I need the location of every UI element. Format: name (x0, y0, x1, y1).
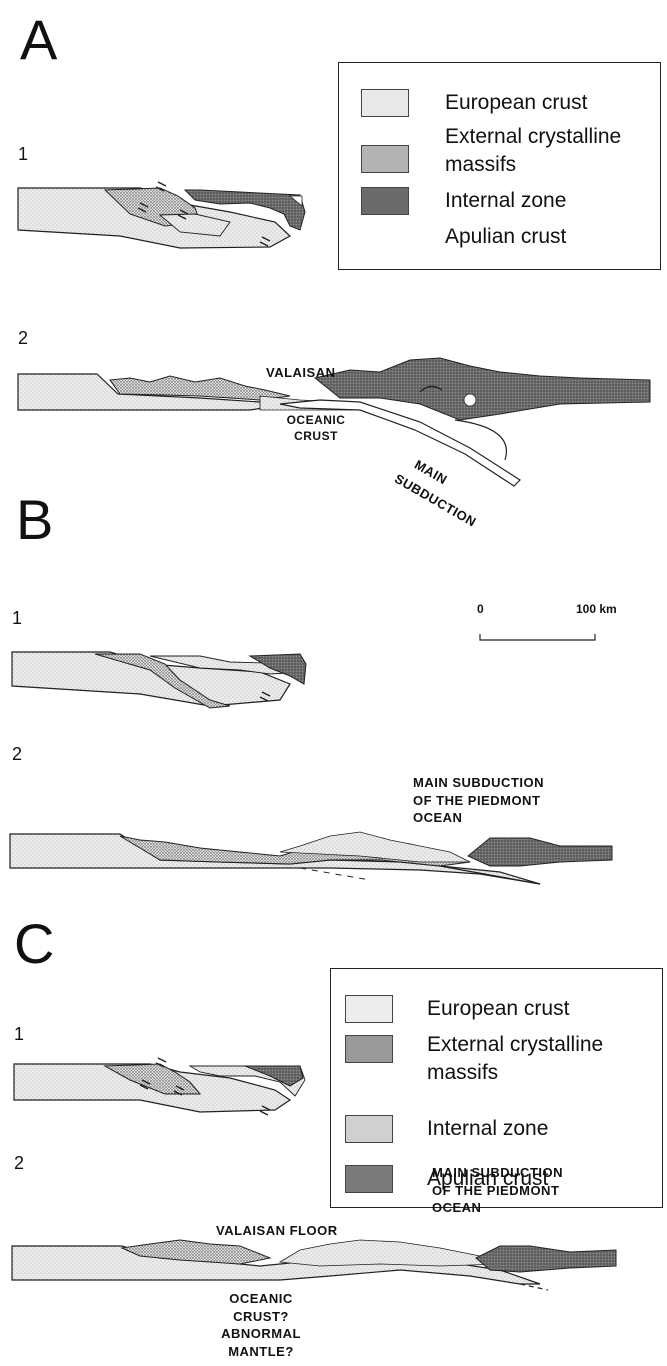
stage-c2-number: 2 (14, 1153, 24, 1174)
label-main-subduction-c: MAIN SUBDUCTION OF THE PIEDMONT OCEAN (432, 1164, 563, 1217)
scale-bar (480, 634, 595, 640)
panel-letter-b: B (16, 492, 53, 548)
stage-b2-number: 2 (12, 744, 22, 765)
label-valaisan-floor: VALAISAN FLOOR (216, 1222, 338, 1240)
legend-bottom-external: External crystalline massifs (345, 1031, 627, 1088)
panel-letter-a: A (20, 12, 57, 68)
section-b1 (12, 652, 306, 708)
stage-c1-number: 1 (14, 1024, 24, 1045)
label-main-subduction-b-1: MAIN SUBDUCTION (413, 774, 544, 792)
label-main-subduction-c-1: MAIN SUBDUCTION (432, 1164, 563, 1182)
scale-end-label: 100 km (576, 602, 617, 616)
label-main-subduction-b: MAIN SUBDUCTION OF THE PIEDMONT OCEAN (413, 774, 544, 827)
apulian-crust-swatch (345, 1165, 393, 1193)
label-oceanic-crust-c-3: ABNORMAL (206, 1325, 316, 1343)
legend-bottom-external-label: External crystalline massifs (427, 1031, 627, 1088)
legend-bottom-internal-label: Internal zone (427, 1115, 627, 1143)
internal-zone-swatch (361, 187, 409, 215)
section-a1 (18, 182, 305, 248)
legend-top-internal: Internal zone (361, 187, 645, 215)
label-oceanic-crust-c-2: CRUST? (206, 1308, 316, 1326)
stage-a2-number: 2 (18, 328, 28, 349)
legend-top-internal-label: Internal zone (445, 187, 645, 215)
label-oceanic-crust-c: OCEANIC CRUST? ABNORMAL MANTLE? (206, 1290, 316, 1360)
panel-letter-c: C (14, 916, 54, 972)
section-b2 (10, 832, 612, 884)
legend-top-apulian: Apulian crust (361, 223, 645, 251)
legend-bottom-european-label: European crust (427, 995, 627, 1023)
label-main-subduction-b-3: OCEAN (413, 809, 544, 827)
label-main-subduction-c-2: OF THE PIEDMONT (432, 1182, 563, 1200)
label-oceanic-crust-a-2: CRUST (276, 428, 356, 444)
stage-a1-number: 1 (18, 144, 28, 165)
european-crust-swatch (361, 89, 409, 117)
legend-bottom-european: European crust (345, 995, 627, 1023)
external-massifs-swatch (361, 145, 409, 173)
label-oceanic-crust-c-4: MANTLE? (206, 1343, 316, 1361)
stage-b1-number: 1 (12, 608, 22, 629)
legend-top-external: External crystalline massifs (361, 123, 645, 180)
legend-top-external-label: External crystalline massifs (445, 123, 645, 180)
internal-zone-swatch (345, 1115, 393, 1143)
label-oceanic-crust-a-1: OCEANIC (276, 412, 356, 428)
label-main-subduction-c-3: OCEAN (432, 1199, 563, 1217)
external-massifs-swatch (345, 1035, 393, 1063)
label-oceanic-crust-c-1: OCEANIC (206, 1290, 316, 1308)
legend-top: European crust External crystalline mass… (338, 62, 661, 270)
label-oceanic-crust-a: OCEANIC CRUST (276, 412, 356, 444)
legend-top-european-label: European crust (445, 89, 645, 117)
scale-start-label: 0 (477, 602, 484, 616)
legend-top-apulian-label: Apulian crust (445, 223, 645, 251)
label-main-subduction-b-2: OF THE PIEDMONT (413, 792, 544, 810)
legend-bottom-internal: Internal zone (345, 1115, 627, 1143)
legend-top-european: European crust (361, 89, 645, 117)
european-crust-swatch (345, 995, 393, 1023)
label-valaisan: VALAISAN (266, 364, 335, 382)
section-c1 (14, 1058, 305, 1115)
section-c2 (12, 1240, 616, 1290)
